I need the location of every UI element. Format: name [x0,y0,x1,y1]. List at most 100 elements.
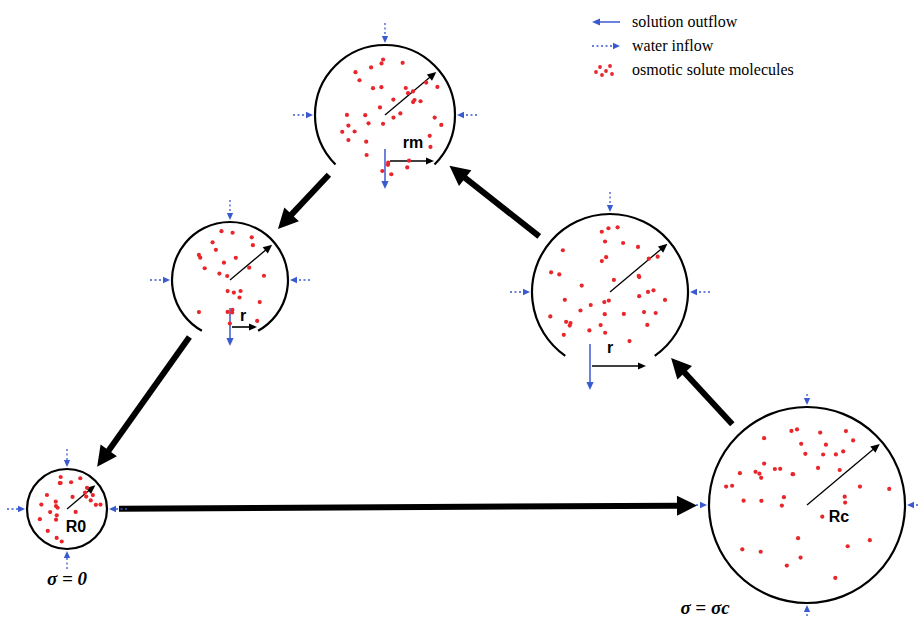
solute-molecule [602,300,606,304]
solute-molecule [78,476,82,480]
cycle-arrow-shaft [108,337,189,451]
solute-molecule [645,323,649,327]
solute-molecule [656,255,660,259]
water-inflow-arrow [64,449,70,467]
solute-molecule [439,123,443,127]
pore-radius-arrow-head [249,323,257,330]
water-inflow-arrow [7,506,25,512]
cycle-arrow-shaft [464,177,539,236]
legend: solution outflowwater inflowosmotic solu… [588,10,794,82]
water-inflow-arrow [64,551,70,569]
cycle-arrow-head [97,445,117,467]
water-inflow-arrow-head [227,213,233,220]
solute-molecule [796,536,800,540]
solute-molecule [834,452,838,456]
solute-molecule [622,312,626,316]
solute-molecule [84,494,88,498]
water-inflow-arrow [109,506,127,512]
water-inflow-arrow-shaft [115,508,127,509]
solute-molecule [780,503,784,507]
solute-molecule [844,429,848,433]
solute-molecule [841,449,845,453]
solute-molecule [789,429,793,433]
solute-molecule [868,538,872,542]
water-inflow-arrow-shaft [66,557,67,569]
solute-molecule [219,229,223,233]
solute-molecule [346,138,350,142]
water-inflow-arrow-shaft [510,291,524,292]
solute-molecule [759,499,763,503]
cell-radius-arrow-head [427,72,436,81]
water-inflow-arrow [457,112,477,118]
cell-drawing [275,5,495,225]
solute-molecule [637,274,641,278]
water-inflow-arrow-head [523,289,530,295]
water-inflow-arrow [804,394,810,405]
solute-molecule [363,113,367,117]
solute-molecule [887,487,891,491]
cell-radius-arrow [807,444,880,505]
radius-label: R0 [66,518,86,536]
legend-dot [594,70,598,74]
solute-molecule [60,539,64,543]
solute-molecule [816,466,820,470]
solution-outflow-arrow-head [226,338,233,346]
legend-inflow-arrow [592,43,620,49]
legend-sample [588,63,622,77]
solute-molecule [54,500,58,504]
solute-molecule [607,298,611,302]
solute-molecule [843,495,847,499]
legend-text: water inflow [632,37,713,55]
water-inflow-arrow-shaft [150,279,164,280]
solute-molecule [646,290,650,294]
solute-molecule [54,504,58,508]
water-inflow-arrow [150,277,170,283]
solute-molecule [255,319,259,323]
cycle-arrow-head [278,208,299,229]
solute-molecule [405,165,409,169]
membrane-outline [532,214,688,356]
solute-molecule [59,475,63,479]
solute-molecule [226,289,230,293]
solute-molecule [568,321,572,325]
cell-radius-arrow-shaft [385,77,430,115]
solute-molecule [603,239,607,243]
solute-molecule [251,243,255,247]
water-inflow-arrow-shaft [696,291,710,292]
radius-label: r [607,339,613,357]
cell-radius-arrow-shaft [230,250,266,280]
solute-molecule [838,468,842,472]
solute-molecule [225,310,229,314]
solute-molecule [846,544,850,548]
solute-molecule [247,266,251,270]
solute-molecule [612,278,616,282]
cycle-arrow [278,175,329,229]
solute-molecule [232,290,236,294]
solute-molecule [214,248,218,252]
cycle-arrow [97,337,189,467]
solute-molecule [91,493,95,497]
legend-outflow-arrow-head [592,18,600,25]
solute-molecule [59,481,63,485]
solute-molecule [821,452,825,456]
radius-label: r [240,307,246,325]
solute-molecule [647,257,651,261]
solute-molecule [757,472,761,476]
solute-molecule [606,226,610,230]
water-inflow-arrow [227,200,233,220]
solute-molecule [799,442,803,446]
water-inflow-arrow-head [607,205,613,212]
cell-circle: r [532,214,688,370]
solute-molecule [54,518,58,522]
solute-molecule [391,116,395,120]
solute-molecule [561,248,565,252]
solute-molecule [381,57,385,61]
water-inflow-arrow-head [804,398,810,405]
cell-radius-arrow [385,72,436,115]
cell-drawing [0,429,147,589]
solute-molecule [578,308,582,312]
solute-molecule [98,502,102,506]
pore-radius-arrow-head [638,362,646,369]
